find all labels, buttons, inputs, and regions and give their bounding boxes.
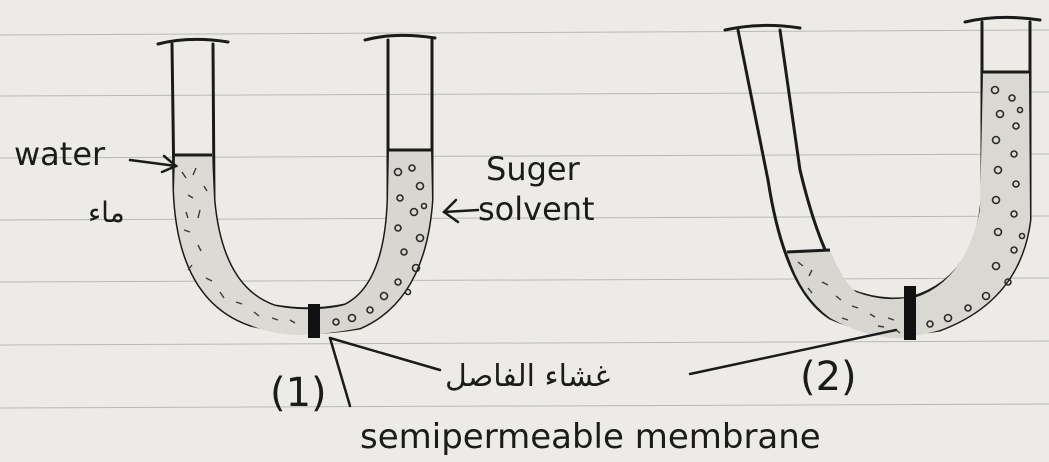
- tube-1-number: (1): [270, 370, 327, 416]
- tube-1-membrane: [308, 304, 320, 338]
- water-arabic-label: ماء: [88, 196, 125, 229]
- tube-2-sugar-side: [914, 72, 1030, 336]
- tube-2-membrane: [904, 286, 916, 340]
- tube-2-number: (2): [800, 354, 857, 400]
- water-label: water: [14, 135, 106, 173]
- membrane-arabic-label: غشاء الفاصل: [445, 359, 610, 394]
- water-arrow: [130, 156, 176, 172]
- sugar-solvent-label-line2: solvent: [478, 190, 595, 228]
- membrane-english-label: semipermeable membrane: [360, 417, 821, 457]
- sugar-solvent-label-line1: Suger: [486, 150, 581, 188]
